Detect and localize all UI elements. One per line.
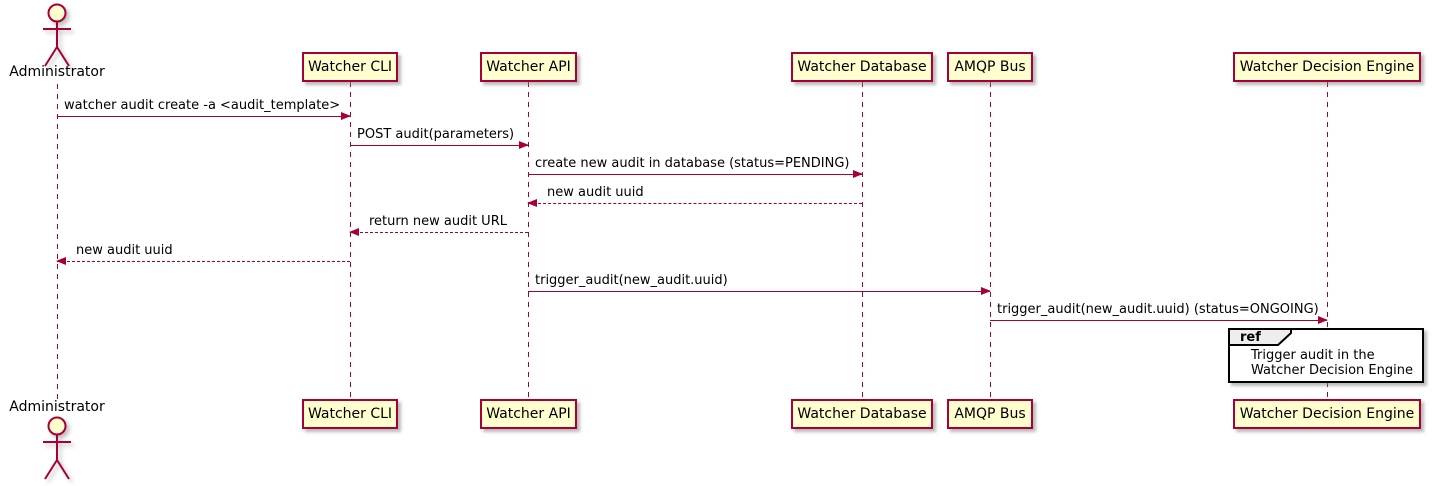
message-4: new audit uuid (527, 185, 862, 207)
message-4-label: new audit uuid (547, 185, 644, 200)
arrowhead-left-icon (56, 257, 66, 265)
ref-line-1: Trigger audit in the (1251, 348, 1375, 363)
message-7-line (528, 291, 990, 292)
message-1: watcher audit create -a <audit_template> (57, 98, 351, 120)
message-1-line (57, 116, 350, 117)
message-4-line (528, 203, 862, 204)
actor-label-top: Administrator (9, 64, 105, 80)
message-7-label: trigger_audit(new_audit.uuid) (535, 273, 728, 288)
message-5-label: return new audit URL (369, 214, 507, 229)
ref-body: Trigger audit in the Watcher Decision En… (1251, 348, 1413, 378)
participant-box-watcher-decision-engine-bottom: Watcher Decision Engine (1233, 399, 1421, 429)
participant-box-watcher-api-top: Watcher API (480, 52, 577, 82)
ref-keyword: ref (1240, 330, 1261, 345)
message-3: create new audit in database (status=PEN… (528, 156, 863, 178)
message-6: new audit uuid (56, 243, 350, 265)
arrowhead-right-icon (519, 141, 529, 149)
arrowhead-right-icon (853, 170, 863, 178)
actor-label-bottom: Administrator (9, 399, 105, 415)
arrowhead-right-icon (341, 112, 351, 120)
participant-box-watcher-database-bottom: Watcher Database (791, 399, 933, 429)
participant-box-watcher-api-bottom: Watcher API (480, 399, 577, 429)
participant-box-watcher-cli-bottom: Watcher CLI (302, 399, 398, 429)
message-3-label: create new audit in database (status=PEN… (535, 156, 850, 171)
message-8: trigger_audit(new_audit.uuid) (status=ON… (990, 302, 1328, 324)
message-2-line (350, 145, 528, 146)
message-7: trigger_audit(new_audit.uuid) (528, 273, 991, 295)
message-1-label: watcher audit create -a <audit_template> (64, 98, 341, 113)
participant-box-watcher-database-top: Watcher Database (791, 52, 933, 82)
actor-figure-bottom (43, 416, 71, 480)
message-3-line (528, 174, 862, 175)
arrowhead-right-icon (1318, 316, 1328, 324)
ref-line-2: Watcher Decision Engine (1251, 363, 1413, 378)
arrowhead-left-icon (527, 199, 537, 207)
message-5: return new audit URL (349, 214, 528, 236)
ref-fragment: ref Trigger audit in the Watcher Decisio… (1228, 328, 1424, 383)
ref-header-pentagon (1228, 328, 1292, 346)
message-8-line (990, 320, 1327, 321)
message-2-label: POST audit(parameters) (357, 127, 515, 142)
message-6-label: new audit uuid (76, 243, 173, 258)
message-2: POST audit(parameters) (350, 127, 529, 149)
arrowhead-right-icon (981, 287, 991, 295)
participant-box-watcher-cli-top: Watcher CLI (302, 52, 398, 82)
participant-box-amqp-bus-bottom: AMQP Bus (947, 399, 1033, 429)
participant-box-amqp-bus-top: AMQP Bus (947, 52, 1033, 82)
participant-box-watcher-decision-engine-top: Watcher Decision Engine (1233, 52, 1421, 82)
message-6-line (57, 261, 350, 262)
arrowhead-left-icon (349, 228, 359, 236)
actor-figure-top (43, 3, 71, 67)
message-5-line (350, 232, 528, 233)
message-8-label: trigger_audit(new_audit.uuid) (status=ON… (997, 302, 1319, 317)
